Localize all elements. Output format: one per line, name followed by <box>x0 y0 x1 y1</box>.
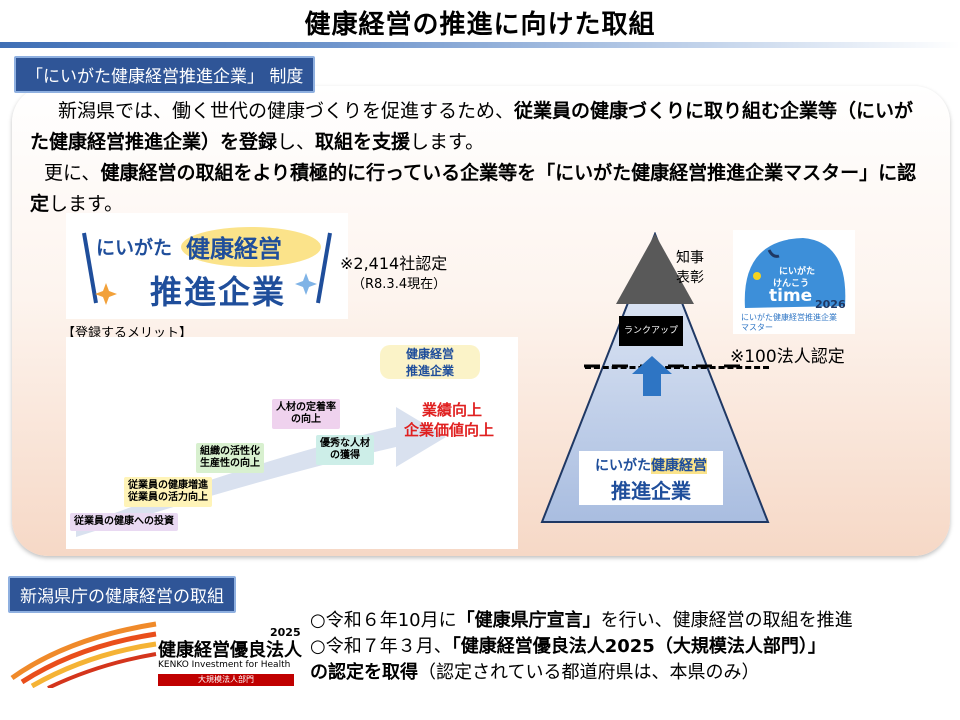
master-logo: にいがた けんこう time 2026 にいがた健康経営推進企業 マスター <box>733 230 855 334</box>
title-underline <box>0 42 960 48</box>
merit-step-2: 従業員の健康増進 従業員の活力向上 <box>124 477 212 507</box>
prefecture-initiatives-text: ○令和６年10月に「健康県庁宣言」を行い、健康経営の取組を推進 ○令和７年３月、… <box>310 608 950 686</box>
rank-up-box: ランクアップ <box>619 316 683 346</box>
promotion-company-logo: にいがた 健康経営 推進企業 <box>66 213 348 319</box>
registration-date: （R8.3.4現在） <box>352 277 447 292</box>
result-value: 企業価値向上 <box>404 421 495 439</box>
pyramid-base-logo: にいがた健康経営 推進企業 <box>579 451 723 505</box>
certification-note-line: の認定を取得（認定されている都道府県は、本県のみ） <box>310 662 760 683</box>
page-title: 健康経営の推進に向けた取組 <box>304 10 656 40</box>
master-count: ※100法人認定 <box>730 347 845 367</box>
merit-step-5: 優秀な人材 の獲得 <box>316 435 374 465</box>
kenko-award-logo: 健康経営優良法人 2025 KENKO Investment for Healt… <box>8 618 304 688</box>
sparkle-decoration-icon <box>82 227 332 305</box>
declaration-line: ○令和６年10月に「健康県庁宣言」を行い、健康経営の取組を推進 <box>310 610 853 631</box>
mini-logo: 健康経営推進企業 <box>380 345 480 379</box>
result-performance: 業績向上 <box>422 401 483 419</box>
merit-step-3: 組織の活性化 生産性の向上 <box>196 443 264 473</box>
merit-step-1: 従業員の健康への投資 <box>70 513 178 531</box>
up-arrow-icon <box>632 356 672 396</box>
master-badge-icon <box>744 238 846 308</box>
registration-count: ※2,414社認定 <box>340 254 448 273</box>
rank-threshold-line <box>585 366 769 372</box>
section-label-prefecture: 新潟県庁の健康経営の取組 <box>8 576 236 613</box>
section-label-system: 「にいがた健康経営推進企業」 制度 <box>14 56 316 93</box>
governor-award-label: 知事 表彰 <box>676 250 704 286</box>
master-paragraph: 更に、健康経営の取組をより積極的に行っている企業等を「にいがた健康経営推進企業マ… <box>30 162 917 215</box>
merit-step-4: 人材の定着率 の向上 <box>272 399 340 429</box>
award-stripes-icon <box>10 621 157 688</box>
merit-diagram: 健康経営推進企業 従業員の健康への投資 従業員の健康増進 従業員の活力向上 組織… <box>66 337 518 549</box>
intro-paragraph: 新潟県では、働く世代の健康づくりを促進するため、従業員の健康づくりに取り組む企業… <box>30 100 914 153</box>
certification-line: ○令和７年３月、「健康経営優良法人2025（大規模法人部門）」 <box>310 636 826 657</box>
